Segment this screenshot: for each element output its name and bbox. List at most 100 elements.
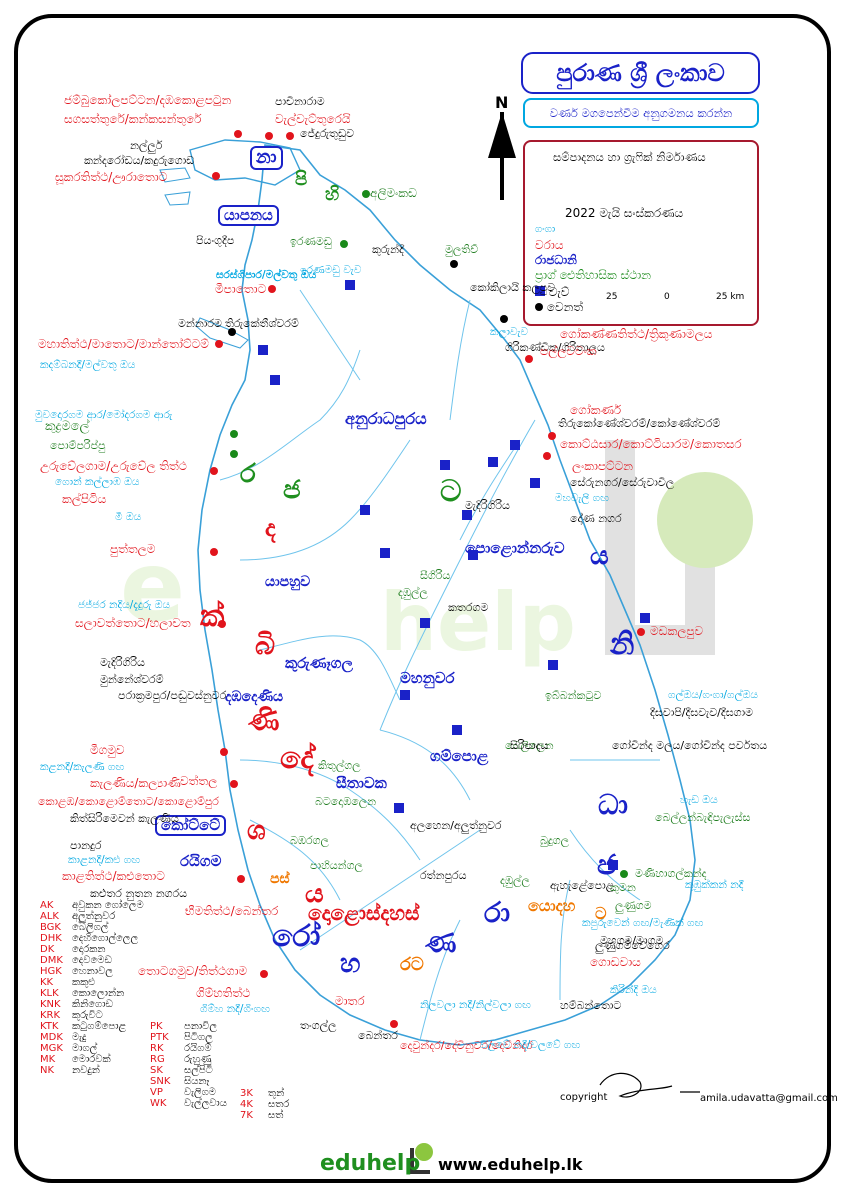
tank-square-icon: [400, 690, 410, 700]
abbr-code: SK: [150, 1065, 163, 1076]
place-dot: [500, 315, 508, 323]
abbr-name: සත්: [268, 1110, 284, 1121]
site-kumana: මණිහාගල්කන්ද: [635, 867, 707, 880]
abbr-name: සතර: [268, 1099, 290, 1110]
tank-iranamadu: ඉරණමඩු වැව: [300, 264, 362, 276]
abbr-code: MDK: [40, 1032, 63, 1043]
port-colombo: කොළඹ/කොළොම්තොට/කොළොම්පුර: [38, 795, 219, 808]
site-bambaragala: බඹරගල: [290, 834, 329, 847]
port-dot: [265, 132, 273, 140]
kingdom-polonnaruwa: පොළොන්නරුව: [465, 539, 565, 557]
north-arrow-icon: [488, 112, 516, 200]
port-dot: [218, 620, 226, 628]
river-muwadoragama: මුවදොරගම ආර/මෝදරගම ආරු: [35, 409, 173, 421]
map-subtitle: වර්ණ මගපෙන්වීම අනුගමනය කරන්න: [523, 98, 759, 128]
map-frame: [14, 14, 831, 1183]
tank-square-icon: [510, 440, 520, 450]
abbr-name: මැදු: [72, 1032, 87, 1043]
place-koneswaram: තිරුකෝණේශ්වරම්/කෝණේශ්වරම්: [558, 417, 721, 430]
abbr-code: RG: [150, 1054, 165, 1065]
port-uruwela: උරුවේලගාම/උරුවේල තිත්ථ: [40, 459, 187, 473]
abbr-code: BGK: [40, 922, 61, 933]
site-sigiriya: සීගිරිය: [420, 569, 451, 582]
port-kelaniya: කැලණිය/කල්‍යාණි: [90, 776, 181, 790]
abbr-code: KNK: [40, 999, 61, 1010]
eduhelp-brand: eduhelp: [320, 1151, 421, 1176]
port-kalpitiya: කල්පිටිය: [62, 492, 107, 506]
port-gokanna: ගෝකණ්ණතිත්ථ/ත්‍රිකුණාමලය: [560, 327, 713, 341]
port-gokarna: ගෝකර්ණ: [570, 403, 622, 417]
legend-heading: සම්පාදනය හා ග්‍රැෆික් නිර්මාණය: [553, 150, 706, 164]
river-mahaweli-1: මහවැලි ගඟ: [555, 492, 609, 504]
tank-square-icon: [608, 860, 618, 870]
abbr-name: දොරකන: [72, 944, 106, 955]
abbr-name: සල්පිටි: [184, 1065, 213, 1076]
eduhelp-website: www.eduhelp.lk: [438, 1155, 583, 1174]
port-dot: [220, 748, 228, 756]
abbr-code: VP: [150, 1087, 163, 1098]
site-dot: [362, 190, 370, 198]
river-walawe: වලවේ නදී/වලවේ ගඟ: [480, 1039, 581, 1051]
port-valvettithurai: වැල්වැට්තුරෙයි: [275, 112, 351, 126]
abbr-code: KLK: [40, 988, 59, 999]
abbr-name: පනාවිල: [184, 1021, 217, 1032]
abbr-code: 3K: [240, 1088, 253, 1099]
place-nallur: නල්ලුර්: [130, 139, 163, 152]
place-kantarodai: කන්දරෝඩය/කදුරුගොඩ: [84, 154, 195, 167]
island-outline: [197, 144, 696, 1046]
site-dot: [340, 240, 348, 248]
port-dot: [260, 970, 268, 978]
place-dighavapi: දීඝවාපි/දීඝවැව/දීඝගාම: [650, 706, 754, 719]
kingdom-pihiti-1: පි: [295, 169, 308, 190]
port-dot: [210, 467, 218, 475]
place-hambantota: හම්බන්තොට: [560, 999, 622, 1012]
tank-square-icon: [452, 725, 462, 735]
abbr-name: කොලොන්න: [72, 988, 125, 999]
legend-tanks: වැව්: [535, 285, 569, 300]
legend-rivers: ගංගා: [535, 224, 556, 235]
abbr-name: කකුළු: [72, 977, 96, 988]
kingdom-pas: පස්: [270, 871, 290, 887]
place-sripada: අලහෙන/අලුත්නුවර: [410, 819, 502, 832]
port-dot: [543, 452, 551, 460]
site-alimankada: අලිමංකඩ: [370, 186, 417, 200]
place-kalutara-new: කළුතර නුතන නගරය: [90, 887, 188, 900]
port-mahatittha: මහාතිත්ථ/මාතොට/මාන්තෝට්ටම්: [38, 337, 209, 351]
tank-square-icon: [530, 478, 540, 488]
site-dot: [230, 450, 238, 458]
author-email: amila.udavatta@gmail.com: [700, 1093, 838, 1104]
port-chilaw: සලාවත්තොට/හලාවත: [75, 616, 191, 630]
river-kalu: කාළනදී/කළු ගඟ: [68, 854, 141, 866]
place-pachinarama: පාචිනාරාම: [275, 95, 325, 108]
port-dot: [286, 132, 294, 140]
site-bellanbandi: දඹුල්ල: [500, 874, 530, 887]
port-matara: මාතර: [335, 994, 365, 1008]
kingdom-kotte: කෝට්ටේ: [155, 815, 227, 836]
kingdom-ta-orange: ට: [595, 904, 607, 923]
abbr-name: රයිගම්: [184, 1043, 212, 1054]
port-lankapattana: ලංකාපට්ටන: [572, 459, 634, 473]
port-dot: [637, 628, 645, 636]
site-mullaitivu: මුලතිව්: [445, 243, 479, 256]
abbr-code: PK: [150, 1021, 163, 1032]
abbr-code: KRK: [40, 1010, 61, 1021]
river-kadamba: කදම්බනදී/මල්වතු ඔය: [40, 359, 136, 371]
site-belilena: බෙලිලෙන: [505, 739, 554, 752]
legend-prehistoric: ප්‍රාග් ඓතිහාසික ස්ථාන: [535, 268, 652, 282]
abbr-code: WK: [150, 1098, 167, 1109]
place-galle: තංගල්ල: [300, 1019, 337, 1032]
port-dot: [215, 340, 223, 348]
scale-right: 25 km: [716, 292, 745, 302]
river-heda: හැඩ ඔය: [680, 794, 718, 806]
abbr-name: මාගල්: [72, 1043, 98, 1054]
port-mipatota: මීපාතොට: [215, 282, 267, 296]
kingdom-anuradhapura: අනුරාධපුරය: [345, 409, 427, 428]
